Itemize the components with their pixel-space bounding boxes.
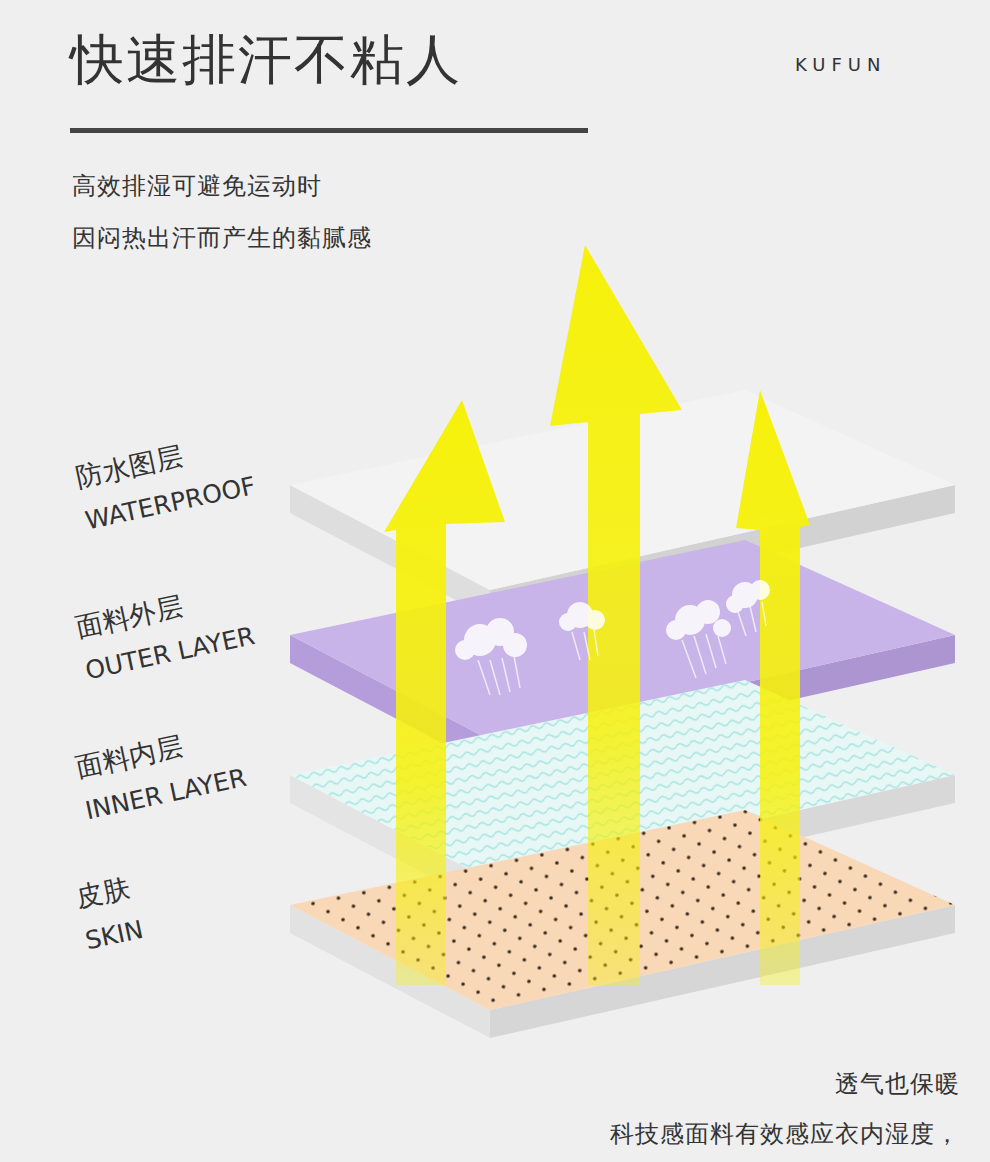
brand-name: KUFUN <box>795 54 887 75</box>
body-text: 科技感面料有效感应衣内湿度， <box>610 1118 960 1150</box>
layer-label: 皮肤SKIN <box>72 865 147 963</box>
layer-name-en: SKIN <box>81 908 147 963</box>
title-rule <box>70 128 588 133</box>
layer-label: 面料内层INNER LAYER <box>72 713 251 833</box>
layer-label: 防水图层WATERPROOF <box>72 421 260 543</box>
layer-name-zh: 皮肤 <box>72 865 138 920</box>
layer-label: 面料外层OUTER LAYER <box>72 571 259 693</box>
skin-layer: 皮肤SKIN <box>60 805 970 1045</box>
body-text: 高效排湿可避免运动时 <box>72 170 322 202</box>
body-text: 因闷热出汗而产生的黏腻感 <box>72 222 372 254</box>
layer-slab <box>60 805 970 1045</box>
body-text: 透气也保暖 <box>835 1068 960 1100</box>
page-title: 快速排汗不粘人 <box>70 24 462 97</box>
